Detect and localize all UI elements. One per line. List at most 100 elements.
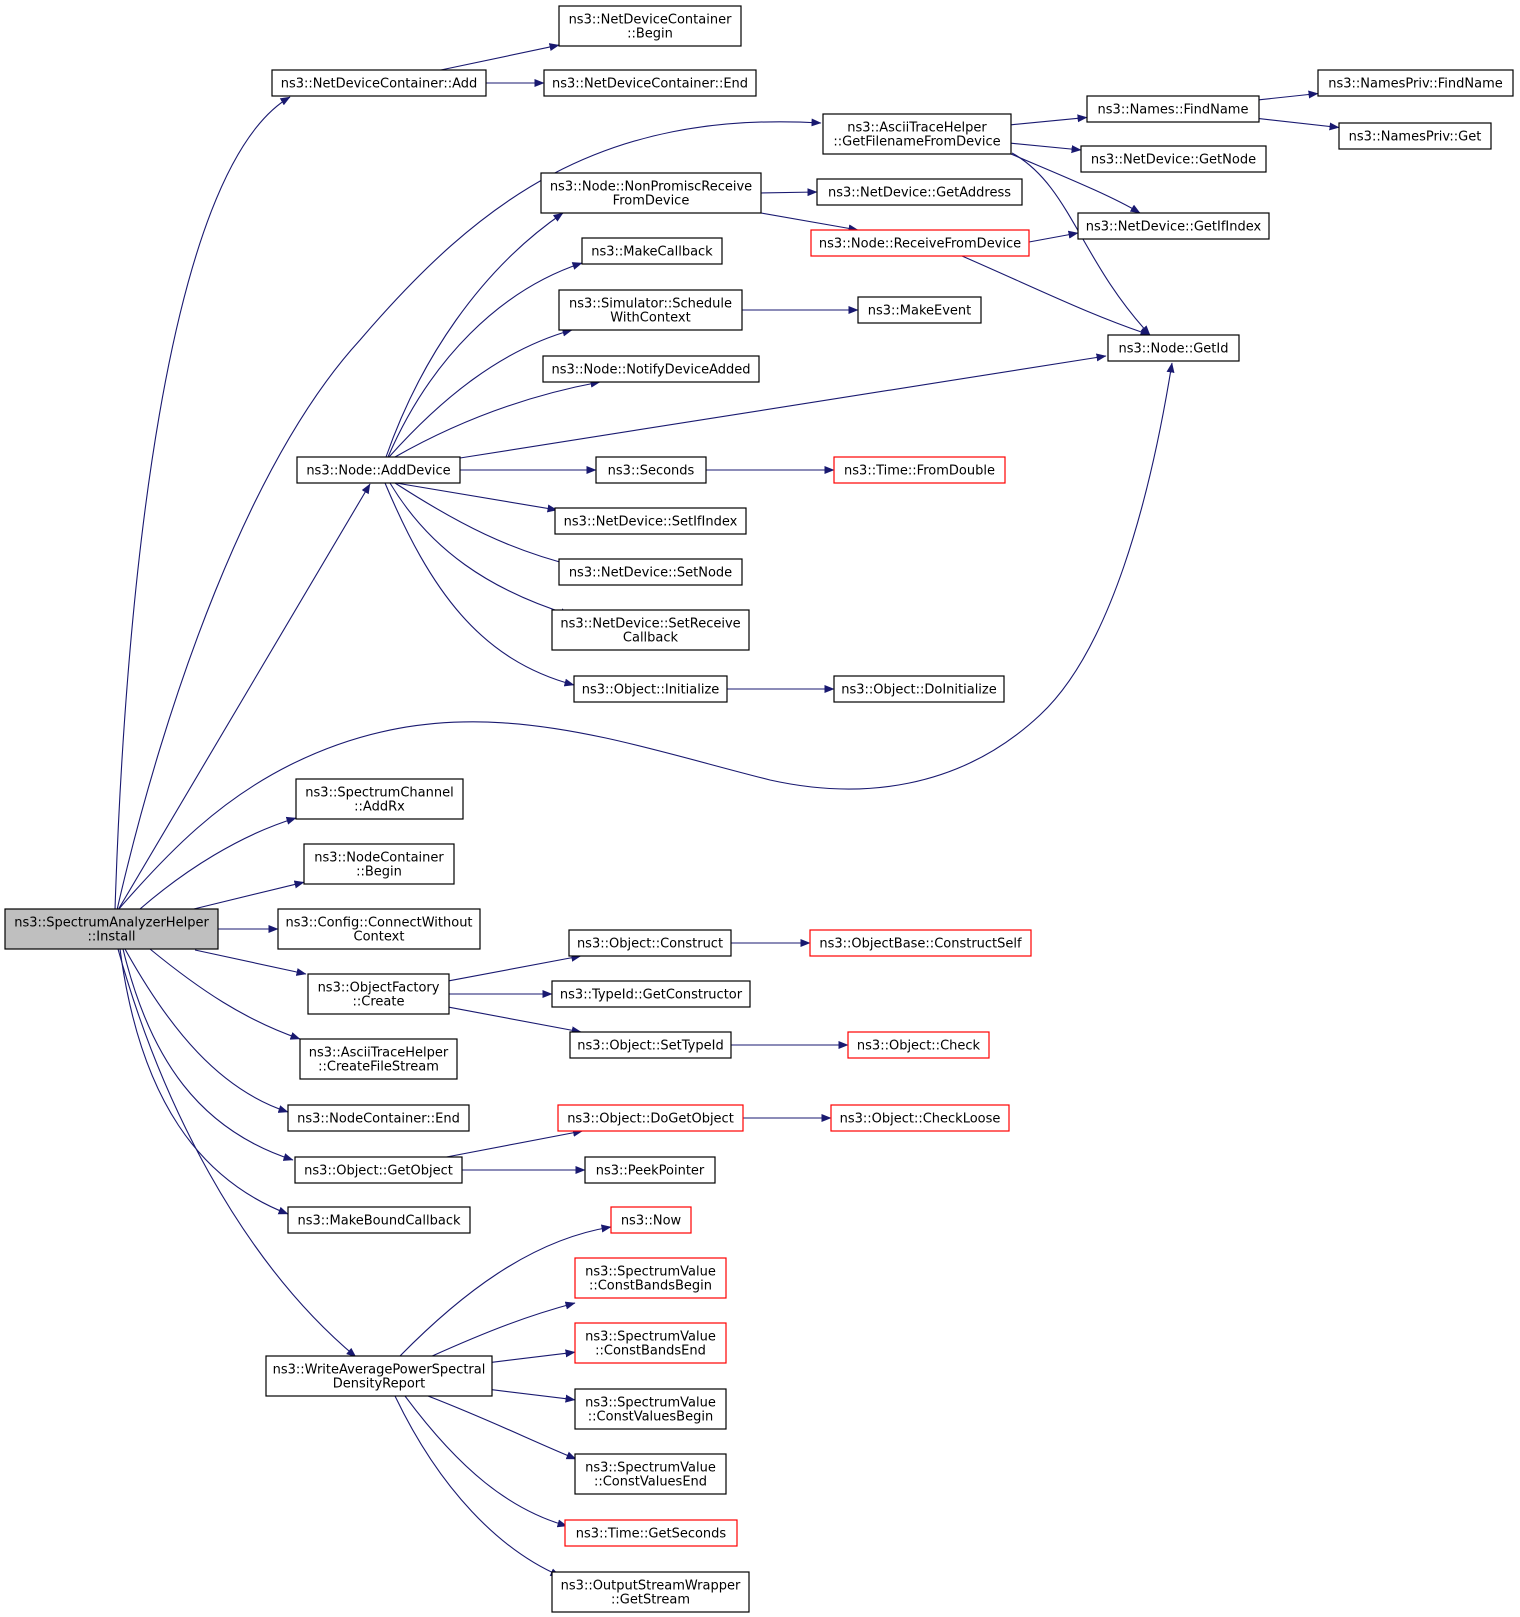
node-label-write_apsd-line-0: ns3::WriteAveragePowerSpectral (273, 1363, 486, 1378)
node-time_getseconds[interactable]: ns3::Time::GetSeconds (564, 1519, 738, 1547)
node-osw_getstream[interactable]: ns3::OutputStreamWrapper::GetStream (551, 1571, 750, 1613)
node-label-nd_getnode-line-0: ns3::NetDevice::GetNode (1091, 153, 1256, 168)
edge-write_apsd-to-sv_constbandsbegin (429, 1301, 576, 1358)
node-label-nc_begin-line-1: ::Begin (356, 865, 402, 880)
node-label-of_create-line-1: ::Create (353, 995, 405, 1010)
node-nd_setnode[interactable]: ns3::NetDevice::SetNode (558, 558, 743, 586)
edge-ndc_add-to-ndc_begin (440, 43, 560, 71)
node-sv_constbandsbegin[interactable]: ns3::SpectrumValue::ConstBandsBegin (574, 1257, 727, 1299)
node-box-names_findname (1086, 95, 1260, 123)
node-box-ascii_createfs (299, 1038, 458, 1080)
node-sv_constbandsend[interactable]: ns3::SpectrumValue::ConstBandsEnd (574, 1322, 727, 1364)
node-names_findname[interactable]: ns3::Names::FindName (1086, 95, 1260, 123)
node-label-nd_setnode-line-0: ns3::NetDevice::SetNode (569, 566, 732, 581)
node-box-obj_construct (568, 929, 732, 957)
node-obj_doinitialize[interactable]: ns3::Object::DoInitialize (833, 675, 1005, 703)
node-node_adddevice[interactable]: ns3::Node::AddDevice (296, 456, 461, 484)
edge-write_apsd-to-sv_constbandsend (491, 1349, 576, 1363)
node-box-nd_getnode (1080, 145, 1267, 173)
node-ascii_getfn[interactable]: ns3::AsciiTraceHelper::GetFilenameFromDe… (822, 113, 1012, 155)
node-write_apsd[interactable]: ns3::WriteAveragePowerSpectralDensityRep… (265, 1355, 493, 1397)
node-label-obj_settypeid-line-0: ns3::Object::SetTypeId (577, 1039, 723, 1054)
node-label-nd_setreceive-line-0: ns3::NetDevice::SetReceive (560, 617, 740, 632)
node-label-sv_constbandsbegin-line-1: ::ConstBandsBegin (589, 1279, 712, 1294)
node-peekpointer[interactable]: ns3::PeekPointer (584, 1156, 716, 1184)
edge-install-to-ascii_createfs (149, 948, 301, 1040)
edge-install-to-ascii_getfn (116, 118, 822, 911)
node-nd_setifindex[interactable]: ns3::NetDevice::SetIfIndex (554, 507, 747, 535)
node-makeevent[interactable]: ns3::MakeEvent (857, 296, 982, 324)
node-box-nd_setifindex (554, 507, 747, 535)
node-obj_check[interactable]: ns3::Object::Check (847, 1031, 990, 1059)
node-box-nd_setreceive (551, 609, 750, 651)
node-obj_getobject[interactable]: ns3::Object::GetObject (294, 1156, 463, 1184)
node-label-sv_constvaluesend-line-1: ::ConstValuesEnd (594, 1475, 707, 1490)
node-node_notify[interactable]: ns3::Node::NotifyDeviceAdded (542, 355, 760, 383)
node-box-nc_begin (303, 843, 455, 885)
node-install[interactable]: ns3::SpectrumAnalyzerHelper::Install (4, 908, 219, 950)
node-label-config_connect-line-0: ns3::Config::ConnectWithout (285, 916, 472, 931)
node-box-makeboundcallback (287, 1206, 471, 1234)
node-label-seconds-line-0: ns3::Seconds (608, 464, 695, 479)
edge-node_nonpromisc-to-nd_getaddress (760, 188, 818, 197)
node-obj_settypeid[interactable]: ns3::Object::SetTypeId (569, 1031, 732, 1059)
node-nd_getnode[interactable]: ns3::NetDevice::GetNode (1080, 145, 1267, 173)
node-time_fromdouble[interactable]: ns3::Time::FromDouble (833, 456, 1006, 484)
node-label-config_connect-line-1: Context (354, 930, 405, 945)
edge-install-to-sc_addrx (139, 816, 297, 910)
node-box-time_fromdouble (833, 456, 1006, 484)
node-of_create[interactable]: ns3::ObjectFactory::Create (307, 973, 450, 1015)
node-nc_end[interactable]: ns3::NodeContainer::End (287, 1104, 470, 1132)
node-ndc_begin[interactable]: ns3::NetDeviceContainer::Begin (558, 5, 742, 47)
node-box-obj_checkloose (830, 1104, 1010, 1132)
node-namespriv_findname[interactable]: ns3::NamesPriv::FindName (1317, 69, 1514, 97)
node-typeid_getconstructor[interactable]: ns3::TypeId::GetConstructor (551, 980, 751, 1008)
node-ndc_end[interactable]: ns3::NetDeviceContainer::End (543, 69, 757, 97)
node-label-ascii_getfn-line-0: ns3::AsciiTraceHelper (847, 121, 987, 136)
edge-node_adddevice-to-nd_setnode (394, 482, 576, 568)
node-box-sv_constbandsend (574, 1322, 727, 1364)
node-makecallback[interactable]: ns3::MakeCallback (581, 237, 723, 265)
node-box-ndc_add (271, 69, 487, 97)
node-node_receive[interactable]: ns3::Node::ReceiveFromDevice (810, 229, 1030, 257)
node-ascii_createfs[interactable]: ns3::AsciiTraceHelper::CreateFileStream (299, 1038, 458, 1080)
node-label-obj_dogetobject-line-0: ns3::Object::DoGetObject (567, 1112, 734, 1127)
node-now[interactable]: ns3::Now (610, 1206, 692, 1234)
node-seconds[interactable]: ns3::Seconds (595, 456, 707, 484)
node-nd_getaddress[interactable]: ns3::NetDevice::GetAddress (816, 178, 1023, 206)
node-label-sc_addrx-line-0: ns3::SpectrumChannel (305, 786, 453, 801)
node-box-typeid_getconstructor (551, 980, 751, 1008)
node-obj_dogetobject[interactable]: ns3::Object::DoGetObject (557, 1104, 744, 1132)
node-label-sv_constbandsend-line-1: ::ConstBandsEnd (595, 1344, 706, 1359)
node-label-time_fromdouble-line-0: ns3::Time::FromDouble (844, 464, 995, 479)
node-objbase_constructself[interactable]: ns3::ObjectBase::ConstructSelf (809, 929, 1032, 957)
node-obj_initialize[interactable]: ns3::Object::Initialize (573, 675, 728, 703)
node-box-nd_getaddress (816, 178, 1023, 206)
node-box-nd_setnode (558, 558, 743, 586)
node-sc_addrx[interactable]: ns3::SpectrumChannel::AddRx (295, 778, 464, 820)
node-sv_constvaluesend[interactable]: ns3::SpectrumValue::ConstValuesEnd (574, 1453, 727, 1495)
node-label-sv_constvaluesbegin-line-0: ns3::SpectrumValue (585, 1396, 716, 1411)
node-nc_begin[interactable]: ns3::NodeContainer::Begin (303, 843, 455, 885)
node-namespriv_get[interactable]: ns3::NamesPriv::Get (1338, 122, 1492, 150)
node-makeboundcallback[interactable]: ns3::MakeBoundCallback (287, 1206, 471, 1234)
node-node_getid[interactable]: ns3::Node::GetId (1107, 334, 1240, 362)
node-sv_constvaluesbegin[interactable]: ns3::SpectrumValue::ConstValuesBegin (574, 1388, 727, 1430)
edge-of_create-to-obj_settypeid (448, 1006, 582, 1035)
node-label-osw_getstream-line-1: ::GetStream (611, 1593, 690, 1608)
edge-names_findname-to-namespriv_get (1258, 118, 1340, 131)
edge-of_create-to-obj_construct (448, 953, 582, 982)
node-label-peekpointer-line-0: ns3::PeekPointer (596, 1164, 705, 1179)
node-nd_getifindex[interactable]: ns3::NetDevice::GetIfIndex (1077, 212, 1270, 240)
node-label-sc_addrx-line-1: ::AddRx (354, 800, 405, 815)
node-obj_checkloose[interactable]: ns3::Object::CheckLoose (830, 1104, 1010, 1132)
node-obj_construct[interactable]: ns3::Object::Construct (568, 929, 732, 957)
node-label-sim_schedule-line-1: WithContext (610, 311, 690, 326)
node-box-obj_getobject (294, 1156, 463, 1184)
node-ndc_add[interactable]: ns3::NetDeviceContainer::Add (271, 69, 487, 97)
